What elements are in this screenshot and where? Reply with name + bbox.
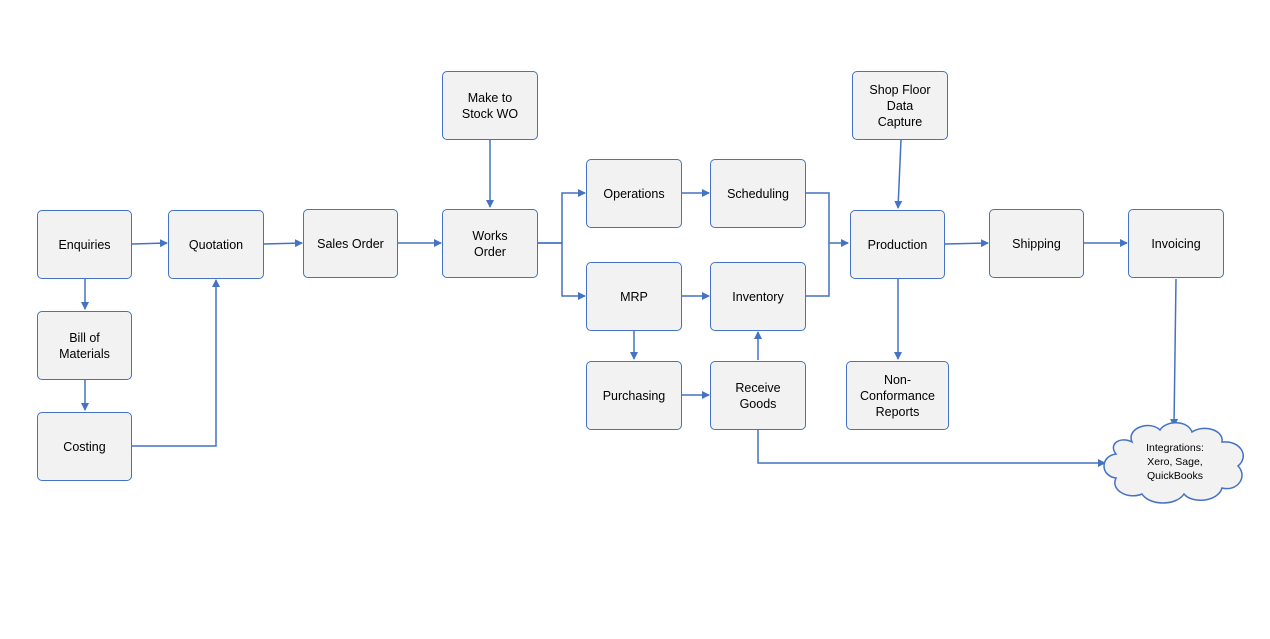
non-conformance-reports-box: Non- Conformance Reports xyxy=(846,361,949,430)
edge-enquiries-to-quotation xyxy=(131,239,168,248)
mrp-box: MRP xyxy=(586,262,682,331)
edge-scheduling-to-production xyxy=(806,192,849,247)
edge-quotation-to-sales-order xyxy=(263,239,303,248)
edge-costing-to-quotation xyxy=(132,279,220,447)
edge-shop-floor-to-production xyxy=(894,139,903,209)
sales-order-box: Sales Order xyxy=(303,209,398,278)
shipping-box: Shipping xyxy=(989,209,1084,278)
costing-box: Costing xyxy=(37,412,132,481)
shop-floor-data-capture-box: Shop Floor Data Capture xyxy=(852,71,948,140)
scheduling-box: Scheduling xyxy=(710,159,806,228)
inventory-box: Inventory xyxy=(710,262,806,331)
works-order-box: Works Order xyxy=(442,209,538,278)
purchasing-box: Purchasing xyxy=(586,361,682,430)
edge-receive-goods-to-integrations xyxy=(757,430,1106,467)
production-box: Production xyxy=(850,210,945,279)
edge-invoicing-to-integrations xyxy=(1170,278,1179,427)
quotation-box: Quotation xyxy=(168,210,264,279)
bill-of-materials-box: Bill of Materials xyxy=(37,311,132,380)
edge-production-to-shipping xyxy=(944,239,989,248)
integrations-cloud xyxy=(1103,422,1244,504)
edge-inventory-to-production xyxy=(806,243,830,297)
edge-works-order-to-mrp xyxy=(538,242,586,300)
make-to-stock-wo-box: Make to Stock WO xyxy=(442,71,538,140)
operations-box: Operations xyxy=(586,159,682,228)
invoicing-box: Invoicing xyxy=(1128,209,1224,278)
receive-goods-box: Receive Goods xyxy=(710,361,806,430)
enquiries-box: Enquiries xyxy=(37,210,132,279)
integrations-label: Integrations: Xero, Sage, QuickBooks xyxy=(1146,442,1204,482)
edge-works-order-to-operations xyxy=(538,189,586,244)
